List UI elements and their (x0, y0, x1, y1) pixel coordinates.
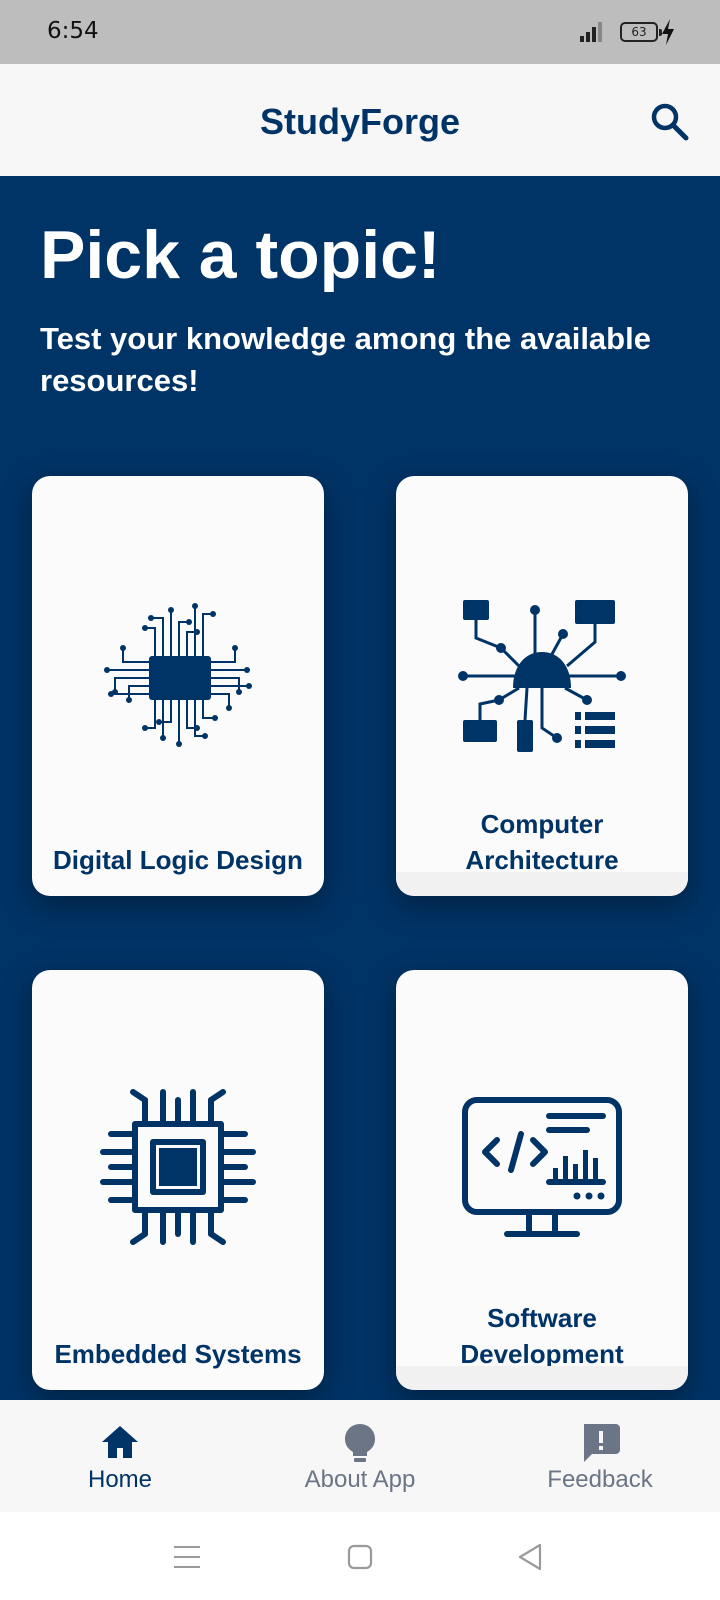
status-bar: 6:54 63 (0, 0, 720, 64)
topic-content: Pick a topic! Test your knowledge among … (0, 176, 720, 1400)
nav-label-home: Home (87, 1466, 153, 1493)
nav-label-about-app: About App (304, 1466, 416, 1493)
circuit-chip-icon (104, 603, 252, 747)
battery-icon: 63 (620, 22, 662, 42)
topic-card-label: Digital Logic Design (53, 845, 303, 875)
topic-card-software-development[interactable]: Software Development (396, 970, 688, 1390)
menu-icon[interactable] (170, 1540, 204, 1574)
page-heading: Pick a topic! (40, 217, 441, 293)
topic-card-label: Embedded Systems (54, 1339, 302, 1369)
charging-icon (662, 19, 674, 45)
nav-item-home[interactable]: Home (0, 1400, 240, 1512)
signal-icon (580, 20, 606, 42)
status-time: 6:54 (47, 18, 99, 44)
topic-card-label: Software Development (460, 1303, 624, 1369)
nav-item-feedback[interactable]: Feedback (480, 1400, 720, 1512)
search-icon[interactable] (648, 100, 692, 144)
nav-item-about-app[interactable]: About App (240, 1400, 480, 1512)
code-monitor-icon (462, 1097, 622, 1237)
nav-label-feedback: Feedback (547, 1466, 653, 1493)
app-title: StudyForge (259, 101, 460, 142)
back-icon[interactable] (514, 1540, 548, 1574)
bottom-navigation: Home About App Feedback (0, 1400, 720, 1512)
feedback-icon (584, 1424, 620, 1462)
home-button-icon[interactable] (343, 1540, 377, 1574)
topic-card-embedded-systems[interactable]: Embedded Systems (32, 970, 324, 1390)
topic-card-label: Computer Architecture (465, 809, 619, 875)
network-architecture-icon (458, 600, 626, 752)
microchip-icon (100, 1089, 256, 1245)
lightbulb-icon (345, 1424, 375, 1462)
topic-card-computer-architecture[interactable]: Computer Architecture (396, 476, 688, 896)
page-subheading: Test your knowledge among the available … (40, 321, 651, 398)
app-bar: StudyForge (0, 64, 720, 176)
system-navigation-bar (0, 1512, 720, 1600)
home-icon (102, 1426, 138, 1458)
topic-card-digital-logic-design[interactable]: Digital Logic Design (32, 476, 324, 896)
